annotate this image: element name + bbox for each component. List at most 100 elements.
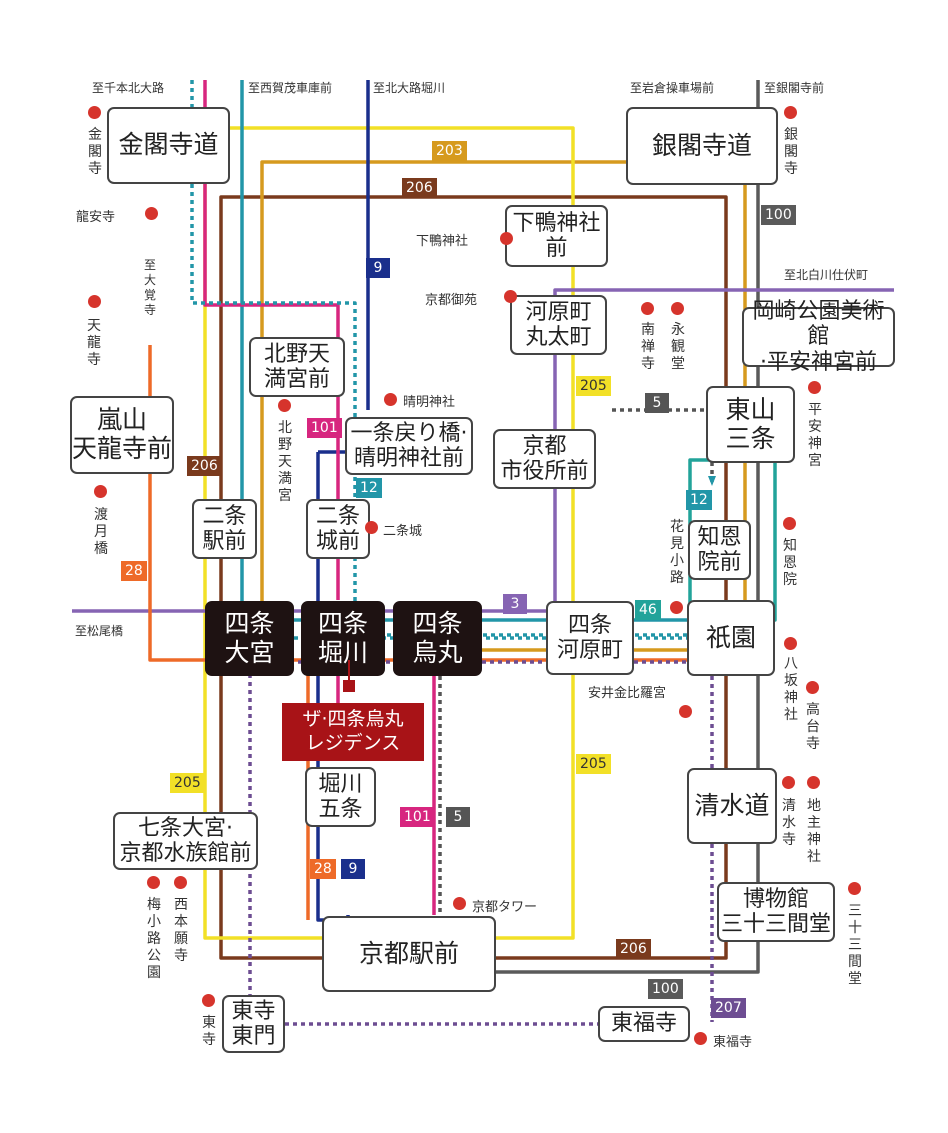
property-marker — [343, 680, 355, 692]
stop-shijo-horikawa[interactable]: 四条 堀川 — [301, 601, 385, 676]
route-badge-207: 207 — [711, 998, 746, 1018]
stop-ginkakuji-michi[interactable]: 銀閣寺道 — [626, 107, 778, 185]
landmark-dot-shimogamo — [500, 232, 513, 245]
landmark-kyototower: 京都タワー — [472, 900, 538, 915]
landmark-dot-eikando — [671, 302, 684, 315]
landmark-tenryuji: 天龍寺 — [87, 318, 101, 368]
route-badge-206-left: 206 — [187, 456, 222, 476]
stop-horikawa-gojo[interactable]: 堀川 五条 — [305, 767, 376, 827]
landmark-togetsukyo: 渡月橋 — [94, 507, 108, 557]
landmark-heian: 平安神宮 — [808, 402, 822, 469]
landmark-dot-gyoen — [504, 290, 517, 303]
route-badge-203: 203 — [432, 141, 467, 161]
landmark-dot-togetsukyo — [94, 485, 107, 498]
stop-shijo-karasuma[interactable]: 四条 烏丸 — [393, 601, 482, 676]
landmark-tofukuji: 東福寺 — [713, 1035, 753, 1050]
landmark-kodaiji: 高台寺 — [806, 702, 820, 752]
landmark-toji: 東寺 — [202, 1015, 216, 1048]
landmark-dot-umekoji — [147, 876, 160, 889]
stop-kitano-tenmangu-mae[interactable]: 北野天 満宮前 — [249, 337, 345, 397]
landmark-dot-yasui — [679, 705, 692, 718]
route-badge-205-left: 205 — [170, 773, 205, 793]
stop-kyoto-ekimae[interactable]: 京都駅前 — [322, 916, 496, 992]
stop-gion[interactable]: 祇園 — [687, 600, 775, 676]
route-badge-12-left: 12 — [356, 478, 382, 498]
route-badge-46: 46 — [635, 600, 661, 620]
landmark-dot-tofukuji — [694, 1032, 707, 1045]
dest-nishigamo: 至西賀茂車庫前 — [248, 81, 333, 95]
dest-kitashirakawa: 至北白川仕伏町 — [784, 268, 869, 282]
route-100-line — [496, 80, 760, 974]
landmark-dot-kodaiji — [806, 681, 819, 694]
dest-daikakuji: 至大覚寺 — [143, 258, 156, 317]
landmark-dot-yasaka — [784, 637, 797, 650]
landmark-dot-sanjusangendo — [848, 882, 861, 895]
landmark-sanjusangendo: 三十三間堂 — [848, 903, 862, 987]
route-badge-205-mid: 205 — [576, 754, 611, 774]
stop-kyoto-shiyakusho-mae[interactable]: 京都 市役所前 — [493, 429, 596, 489]
landmark-gyoen: 京都御苑 — [425, 293, 478, 308]
stop-kinkakuji-michi[interactable]: 金閣寺道 — [107, 107, 230, 184]
landmark-nishihonganji: 西本願寺 — [174, 897, 188, 964]
landmark-kitano: 北野天満宮 — [278, 420, 292, 504]
stop-shimogamo-jinja-mae[interactable]: 下鴨神社 前 — [505, 205, 608, 267]
arrow-marker — [708, 476, 716, 486]
landmark-dot-nanzenji — [641, 302, 654, 315]
landmark-yasaka: 八坂神社 — [784, 656, 798, 723]
landmark-hanamikoji: 花見小路 — [670, 519, 684, 586]
route-badge-28-bottom: 28 — [310, 859, 336, 879]
landmark-dot-kiyomizudera — [782, 776, 795, 789]
landmark-dot-hanamikoji — [670, 601, 683, 614]
route-badge-12-right: 12 — [686, 490, 712, 510]
stop-shichijo-omiya[interactable]: 七条大宮· 京都水族館前 — [113, 812, 258, 870]
landmark-dot-kitano — [278, 399, 291, 412]
stop-shijo-kawaramachi[interactable]: 四条 河原町 — [546, 601, 634, 675]
stop-nijojo-mae[interactable]: 二条 城前 — [306, 499, 370, 559]
stop-kawaramachi-marutamachi[interactable]: 河原町 丸太町 — [510, 295, 607, 355]
dest-kitaoji-horikawa: 至北大路堀川 — [373, 81, 446, 95]
landmark-dot-nijojo — [365, 521, 378, 534]
landmark-kiyomizudera: 清水寺 — [782, 798, 796, 848]
landmark-dot-nishihonganji — [174, 876, 187, 889]
landmark-jishu: 地主神社 — [807, 798, 821, 865]
landmark-dot-jishu — [807, 776, 820, 789]
landmark-dot-ryoanji — [145, 207, 158, 220]
route-badge-100: 100 — [761, 205, 796, 225]
route-badge-101-top: 101 — [307, 418, 342, 438]
landmark-dot-chionin — [783, 517, 796, 530]
route-badge-5-bottom: 5 — [446, 807, 470, 827]
landmark-dot-ginkakuji — [784, 106, 797, 119]
landmark-yasui: 安井金比羅宮 — [588, 686, 667, 701]
route-badge-28-top: 28 — [121, 561, 147, 581]
route-badge-100-bottom: 100 — [648, 979, 683, 999]
stop-higashiyama-sanjo[interactable]: 東山 三条 — [706, 386, 795, 463]
landmark-nijojo: 二条城 — [383, 524, 423, 539]
property-label[interactable]: ザ·四条烏丸 レジデンス — [282, 703, 424, 761]
stop-chionin-mae[interactable]: 知恩 院前 — [688, 520, 751, 580]
stop-okazaki-koen[interactable]: 岡崎公園美術館 ·平安神宮前 — [742, 299, 895, 375]
dest-ginkakuji-ikou: 至銀閣寺前 — [764, 81, 825, 95]
dest-iwakura: 至岩倉操車場前 — [630, 81, 715, 95]
dest-senbon-kitaoji: 至千本北大路 — [92, 81, 165, 95]
landmark-chionin: 知恩院 — [783, 538, 797, 588]
landmark-dot-seimei — [384, 393, 397, 406]
stop-hakubutsukan[interactable]: 博物館 三十三間堂 — [717, 882, 835, 942]
stop-toji-higashimon[interactable]: 東寺 東門 — [222, 995, 285, 1053]
stop-kiyomizu-michi[interactable]: 清水道 — [687, 768, 777, 844]
landmark-umekoji: 梅小路公園 — [147, 897, 161, 981]
route-badge-205-top: 205 — [576, 376, 611, 396]
landmark-dot-kyototower — [453, 897, 466, 910]
route-badge-5-top: 5 — [645, 393, 669, 413]
stop-nijo-ekimae[interactable]: 二条 駅前 — [192, 499, 257, 559]
route-badge-206-bottom: 206 — [616, 939, 651, 959]
stop-ichijo-modoribashi[interactable]: 一条戻り橋· 晴明神社前 — [345, 417, 473, 475]
property-stem — [348, 660, 350, 682]
stop-shijo-omiya[interactable]: 四条 大宮 — [205, 601, 294, 676]
stop-arashiyama[interactable]: 嵐山 天龍寺前 — [70, 396, 174, 474]
landmark-ginkakuji: 銀閣寺 — [784, 127, 798, 177]
route-badge-101-bottom: 101 — [400, 807, 435, 827]
landmark-eikando: 永観堂 — [671, 322, 685, 372]
stop-tofukuji[interactable]: 東福寺 — [598, 1006, 690, 1042]
dest-matsuobashi: 至松尾橋 — [75, 624, 124, 638]
route-badge-9-top: 9 — [366, 258, 390, 278]
